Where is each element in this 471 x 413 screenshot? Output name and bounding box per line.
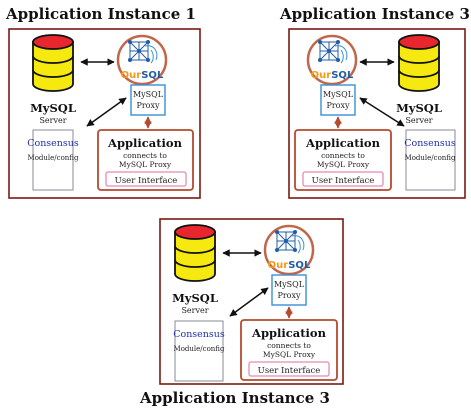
application-line1: connects to xyxy=(321,151,365,160)
instance-panel-top-right: OurSQL MySQL Proxy MySQL Server Applicat… xyxy=(288,28,466,199)
svg-text:OurSQL: OurSQL xyxy=(268,260,311,271)
user-interface-box xyxy=(302,171,384,187)
database-icon xyxy=(398,34,440,92)
consensus-sublabel: Module/config xyxy=(174,345,225,353)
consensus-box: Consensus Module/config xyxy=(173,320,225,382)
consensus-title: Consensus xyxy=(173,329,225,340)
consensus-sublabel: Module/config xyxy=(28,154,79,162)
instance-panel-bottom: MySQL Server OurSQL MySQL Proxy Consensu… xyxy=(159,218,344,385)
user-interface-box xyxy=(105,171,187,187)
application-title: Application xyxy=(305,136,381,150)
proxy-label-line1: MySQL xyxy=(133,90,164,99)
mysql-server-sublabel: Server xyxy=(39,116,66,125)
user-interface-label: User Interface xyxy=(258,366,321,376)
proxy-label-line2: Proxy xyxy=(277,291,301,300)
mysql-server-sublabel: Server xyxy=(181,306,208,315)
proxy-label-line2: Proxy xyxy=(136,101,160,110)
consensus-box: Consensus Module/config xyxy=(404,129,456,191)
consensus-box: Consensus Module/config xyxy=(27,129,79,191)
application-box: Application connects to MySQL Proxy User… xyxy=(240,319,338,381)
mysql-server-label: MySQL xyxy=(30,101,76,115)
consensus-title: Consensus xyxy=(404,138,456,149)
mysql-server-sublabel: Server xyxy=(405,116,432,125)
mysql-server-label: MySQL xyxy=(396,101,442,115)
svg-text:OurSQL: OurSQL xyxy=(121,70,164,81)
proxy-label-line1: MySQL xyxy=(323,90,354,99)
application-box: Application connects to MySQL Proxy User… xyxy=(97,129,194,191)
proxy-box: MySQL Proxy xyxy=(271,274,307,306)
user-interface-label: User Interface xyxy=(115,176,178,186)
consensus-title: Consensus xyxy=(27,138,79,149)
oursql-logo: OurSQL xyxy=(306,34,358,86)
title-instance-top-right: Application Instance 3 xyxy=(279,5,470,23)
proxy-box: MySQL Proxy xyxy=(130,84,166,116)
proxy-label-line1: MySQL xyxy=(274,280,305,289)
application-line2: MySQL Proxy xyxy=(317,160,370,169)
application-box: Application connects to MySQL Proxy User… xyxy=(294,129,392,191)
title-instance-top-left: Application Instance 1 xyxy=(5,5,196,23)
title-instance-bottom: Application Instance 3 xyxy=(139,389,330,407)
user-interface-box xyxy=(248,361,330,377)
proxy-label-line2: Proxy xyxy=(326,101,350,110)
instance-panel-top-left: MySQL Server OurSQL MySQL Proxy Consensu… xyxy=(8,28,201,199)
consensus-sublabel: Module/config xyxy=(405,154,456,162)
arrow-proxy-consensus xyxy=(359,97,405,127)
application-title: Application xyxy=(251,326,327,340)
database-icon xyxy=(32,34,74,92)
application-line1: connects to xyxy=(267,341,311,350)
mysql-server-label: MySQL xyxy=(172,291,218,305)
oursql-logo: OurSQL xyxy=(116,34,168,86)
oursql-logo: OurSQL xyxy=(263,224,315,276)
user-interface-label: User Interface xyxy=(312,176,375,186)
application-title: Application xyxy=(107,136,183,150)
database-icon xyxy=(174,224,216,282)
arrow-proxy-consensus xyxy=(229,287,269,317)
application-line2: MySQL Proxy xyxy=(263,350,316,359)
proxy-box: MySQL Proxy xyxy=(320,84,356,116)
arrow-proxy-consensus xyxy=(86,97,127,127)
svg-text:OurSQL: OurSQL xyxy=(311,70,354,81)
application-line1: connects to xyxy=(123,151,167,160)
application-line2: MySQL Proxy xyxy=(119,160,172,169)
